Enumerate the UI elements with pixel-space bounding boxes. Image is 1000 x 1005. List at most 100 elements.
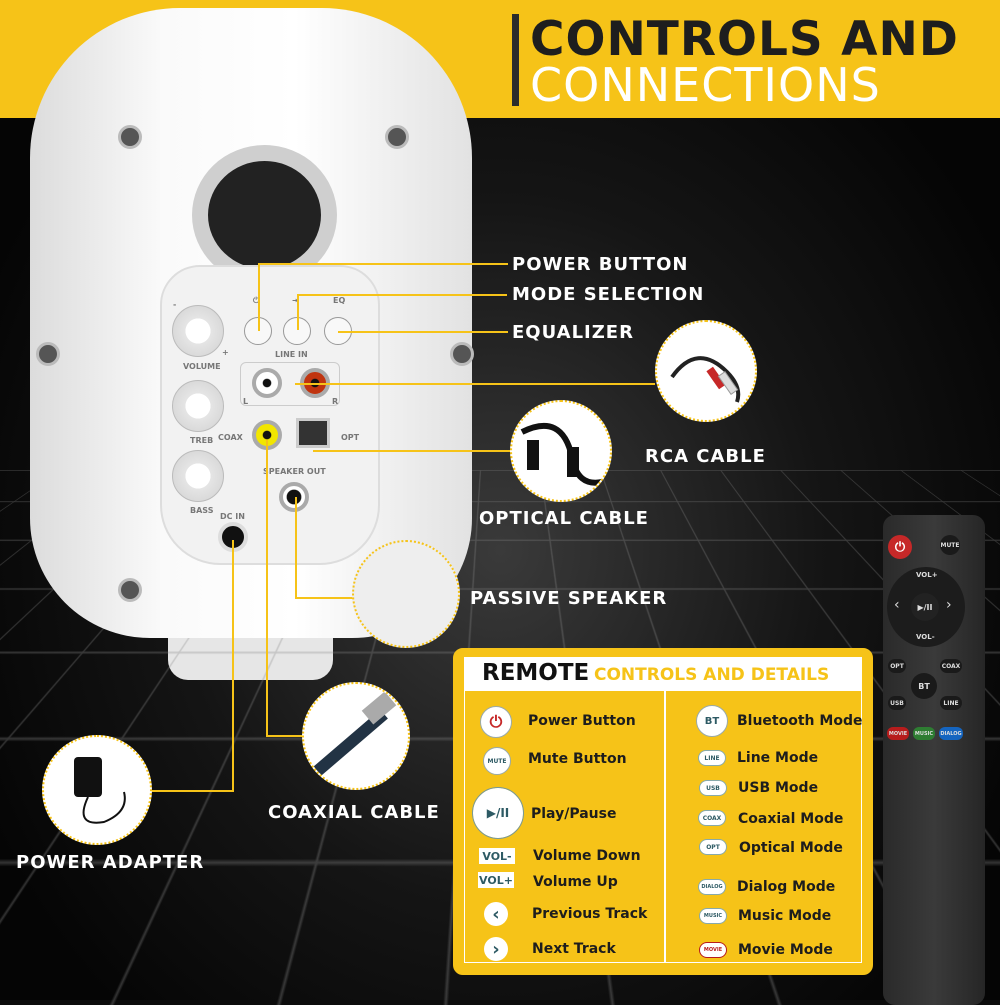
coaxial-cable-image (302, 682, 410, 790)
column-divider (664, 691, 666, 963)
remote-control: ⏻ MUTE VOL+ VOL- ‹ › ▶/II OPT COAX BT US… (883, 515, 985, 1005)
title-accent-bar (512, 14, 519, 106)
remote-details-frame (464, 691, 862, 963)
callout-power-adapter: POWER ADAPTER (16, 852, 205, 873)
leader-line (258, 263, 508, 265)
speaker-out-label: SPEAKER OUT (263, 467, 326, 476)
leader-line (297, 294, 299, 330)
legend-mute-button: Mute Button (528, 751, 627, 767)
legend-bluetooth-mode: Bluetooth Mode (737, 713, 863, 729)
play-pause-icon: ▶/II (472, 787, 524, 839)
plus-label: + (222, 348, 229, 357)
screw-hole (36, 342, 60, 366)
remote-line[interactable]: LINE (940, 696, 962, 710)
leader-line (150, 790, 234, 792)
bt-icon: BT (696, 705, 728, 737)
leader-line (338, 331, 508, 333)
remote-vol-down[interactable]: VOL- (916, 633, 935, 641)
remote-prev[interactable]: ‹ (894, 597, 900, 613)
volume-label: VOLUME (183, 362, 221, 371)
remote-opt[interactable]: OPT (888, 659, 906, 673)
line-in-label: LINE IN (275, 350, 308, 359)
callout-power-button: POWER BUTTON (512, 254, 689, 275)
callout-mode-selection: MODE SELECTION (512, 284, 705, 305)
leader-line (295, 497, 297, 597)
leader-line (266, 735, 306, 737)
remote-usb[interactable]: USB (888, 696, 906, 710)
remote-vol-up[interactable]: VOL+ (916, 571, 938, 579)
remote-bt[interactable]: BT (911, 673, 937, 699)
leader-line (295, 597, 355, 599)
bass-knob[interactable] (172, 450, 224, 502)
chevron-right-icon: › (484, 937, 508, 961)
screw-hole (385, 125, 409, 149)
eq-label: EQ (333, 296, 346, 305)
dc-in-label: DC IN (220, 512, 245, 521)
callout-rca-cable: RCA CABLE (645, 446, 766, 467)
remote-play-pause[interactable]: ▶/II (911, 593, 939, 621)
optical-cable-image (510, 400, 612, 502)
callout-optical-cable: OPTICAL CABLE (479, 508, 649, 529)
title-line-1: CONTROLS AND (530, 12, 959, 67)
r-label: R (332, 397, 339, 406)
speaker-out-jack (279, 482, 309, 512)
leader-line (266, 440, 268, 735)
legend-movie-mode: Movie Mode (738, 942, 833, 958)
leader-line (232, 540, 234, 790)
mute-icon: MUTE (483, 747, 511, 775)
remote-title-bold: REMOTE (482, 660, 590, 686)
movie-icon: MOVIE (699, 942, 727, 958)
opt-label: OPT (341, 433, 360, 442)
legend-next-track: Next Track (532, 941, 616, 957)
passive-speaker-image (352, 540, 460, 648)
legend-previous-track: Previous Track (532, 906, 648, 922)
power-icon: ⏻ (480, 706, 512, 738)
legend-coaxial-mode: Coaxial Mode (738, 811, 844, 827)
usb-icon: USB (699, 780, 727, 796)
vol-plus-icon: VOL+ (478, 872, 514, 888)
music-icon: MUSIC (699, 908, 727, 924)
legend-optical-mode: Optical Mode (739, 840, 843, 856)
dialog-icon: DIALOG (698, 879, 726, 895)
power-symbol-icon: ⏻ (253, 296, 260, 305)
rca-left-jack (252, 368, 282, 398)
remote-next[interactable]: › (946, 597, 952, 613)
remote-coax[interactable]: COAX (940, 659, 962, 673)
remote-dialog[interactable]: DIALOG (939, 727, 963, 740)
treble-knob[interactable] (172, 380, 224, 432)
input-symbol-icon: ⇥ (292, 296, 299, 305)
callout-coaxial-cable: COAXIAL CABLE (268, 802, 440, 823)
legend-volume-down: Volume Down (533, 848, 641, 864)
remote-movie[interactable]: MOVIE (887, 727, 909, 740)
legend-play-pause: Play/Pause (531, 806, 617, 822)
remote-mute-button[interactable]: MUTE (940, 535, 960, 555)
line-icon: LINE (698, 750, 726, 766)
bass-label: BASS (190, 506, 214, 515)
opt-icon: OPT (699, 839, 727, 855)
volume-knob[interactable] (172, 305, 224, 357)
legend-dialog-mode: Dialog Mode (737, 879, 836, 895)
l-label: L (243, 397, 249, 406)
optical-port (296, 418, 330, 448)
callout-equalizer: EQUALIZER (512, 322, 634, 343)
remote-details-header: REMOTE CONTROLS AND DETAILS (464, 657, 862, 691)
dc-in-jack (218, 522, 248, 552)
title-line-2: CONNECTIONS (530, 58, 881, 112)
screw-hole (450, 342, 474, 366)
remote-music[interactable]: MUSIC (913, 727, 935, 740)
minus-label: - (173, 300, 177, 309)
treb-label: TREB (190, 436, 214, 445)
leader-line (313, 450, 513, 452)
coax-label: COAX (218, 433, 243, 442)
legend-music-mode: Music Mode (738, 908, 832, 924)
remote-details-panel: REMOTE CONTROLS AND DETAILS ⏻ Power Butt… (453, 648, 873, 975)
legend-power-button: Power Button (528, 713, 636, 729)
chevron-left-icon: ‹ (484, 902, 508, 926)
rca-cable-image (655, 320, 757, 422)
leader-line (297, 294, 507, 296)
legend-line-mode: Line Mode (737, 750, 819, 766)
remote-power-button[interactable]: ⏻ (888, 535, 912, 559)
remote-title-rest: CONTROLS AND DETAILS (594, 665, 830, 685)
legend-volume-up: Volume Up (533, 874, 618, 890)
power-adapter-image (42, 735, 152, 845)
